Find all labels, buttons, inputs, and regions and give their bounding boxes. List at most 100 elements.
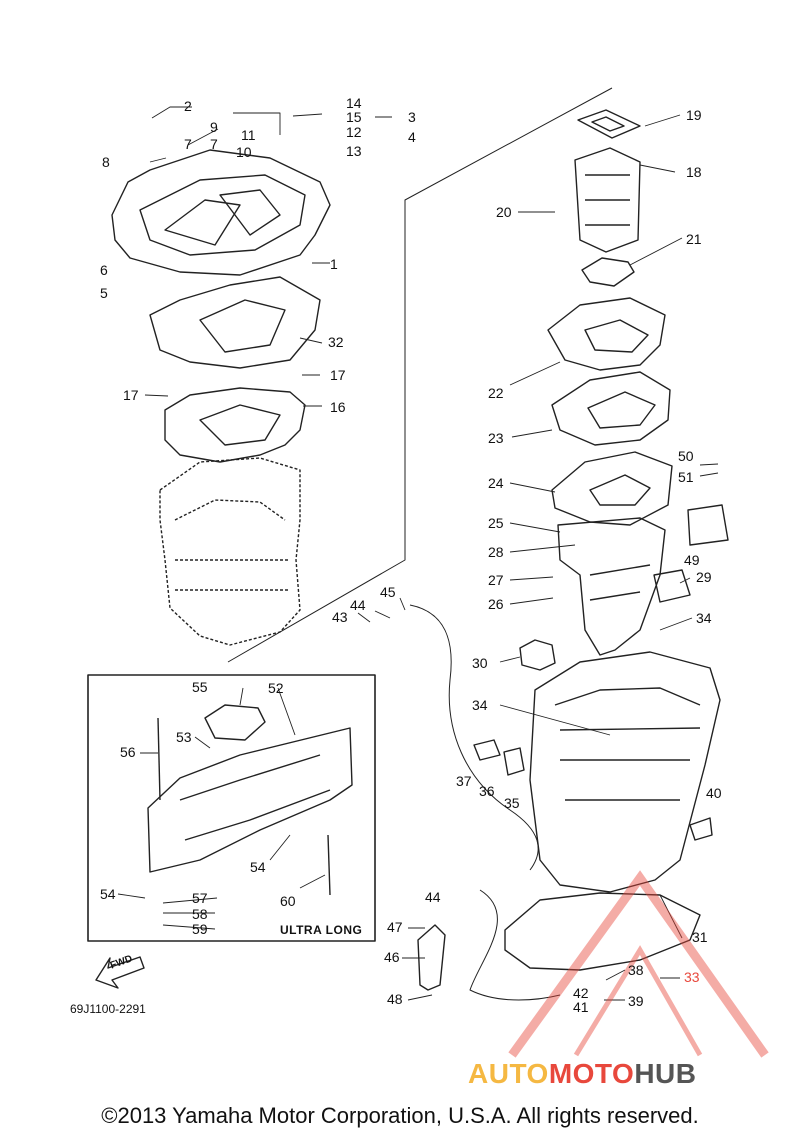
callout-54b: 54 xyxy=(100,886,116,902)
callout-37: 37 xyxy=(456,773,472,789)
callout-48: 48 xyxy=(387,991,403,1007)
callout-59: 59 xyxy=(192,921,208,937)
callout-38: 38 xyxy=(628,962,644,978)
callout-21: 21 xyxy=(686,231,702,247)
exhaust-manifold-18 xyxy=(574,147,641,253)
copyright-notice: ©2013 Yamaha Motor Corporation, U.S.A. A… xyxy=(101,1103,699,1128)
callout-49: 49 xyxy=(684,552,700,568)
callout-22: 22 xyxy=(488,385,504,401)
gasket-19 xyxy=(577,109,641,139)
callout-10: 10 xyxy=(236,144,252,160)
callout-23: 23 xyxy=(488,430,504,446)
callout-34b: 34 xyxy=(472,697,488,713)
callout-24: 24 xyxy=(488,475,504,491)
callout-30: 30 xyxy=(472,655,488,671)
callout-39: 39 xyxy=(628,993,644,1009)
anode-40 xyxy=(689,817,713,841)
callout-14: 14 xyxy=(346,95,362,111)
callout-9: 9 xyxy=(210,119,218,135)
callout-12: 12 xyxy=(346,124,362,140)
diagram-code: 69J1100-2291 xyxy=(70,1002,146,1016)
callout-8: 8 xyxy=(102,154,110,170)
callout-7b: 7 xyxy=(210,136,218,152)
callout-40: 40 xyxy=(706,785,722,801)
bolt-60 xyxy=(327,834,331,896)
fwd-arrow xyxy=(95,956,145,989)
plate-23 xyxy=(551,371,671,446)
callout-20: 20 xyxy=(496,204,512,220)
callout-55: 55 xyxy=(192,679,208,695)
callout-32: 32 xyxy=(328,334,344,350)
powerhead-outline xyxy=(159,457,301,646)
callout-11: 11 xyxy=(241,127,256,143)
callout-56: 56 xyxy=(120,744,136,760)
watermark-auto: AUTO xyxy=(468,1058,549,1089)
callout-1: 1 xyxy=(330,256,338,272)
callout-6: 6 xyxy=(100,262,108,278)
callout-2: 2 xyxy=(184,98,192,114)
hose-45 xyxy=(409,604,539,871)
callout-57: 57 xyxy=(192,890,208,906)
exhaust-guide xyxy=(164,387,306,463)
callout-58: 58 xyxy=(192,906,208,922)
callout-3: 3 xyxy=(408,109,416,125)
callout-43: 43 xyxy=(332,609,348,625)
callout-53: 53 xyxy=(176,729,192,745)
callout-17b: 17 xyxy=(330,367,346,383)
callout-60: 60 xyxy=(280,893,296,909)
callout-31: 31 xyxy=(692,929,708,945)
gasket-32 xyxy=(149,276,321,369)
callout-52: 52 xyxy=(268,680,284,696)
watermark-hub: HUB xyxy=(634,1058,697,1089)
rubber-30 xyxy=(519,639,556,671)
callout-34a: 34 xyxy=(696,610,712,626)
upper-case-31 xyxy=(529,651,721,893)
exhaust-guide-24 xyxy=(551,451,673,526)
callout-51: 51 xyxy=(678,469,694,485)
seal-55 xyxy=(204,704,266,741)
callout-26: 26 xyxy=(488,596,504,612)
bracket-46 xyxy=(417,924,446,991)
watermark-moto: MOTO xyxy=(548,1058,635,1089)
callout-29: 29 xyxy=(696,569,712,585)
upper-casing-inner xyxy=(139,174,306,256)
callout-54a: 54 xyxy=(250,859,266,875)
gasket-22 xyxy=(547,297,666,371)
callout-44b: 44 xyxy=(425,889,441,905)
callout-46: 46 xyxy=(384,949,400,965)
callout-27: 27 xyxy=(488,572,504,588)
callout-47: 47 xyxy=(387,919,403,935)
callout-44a: 44 xyxy=(350,597,366,613)
inset-label: ULTRA LONG xyxy=(280,923,363,937)
watermark-text: AUTOMOTOHUB xyxy=(468,1058,696,1090)
callout-16: 16 xyxy=(330,399,346,415)
callout-35: 35 xyxy=(504,795,520,811)
callout-18: 18 xyxy=(686,164,702,180)
stud-56 xyxy=(157,717,161,801)
callout-45: 45 xyxy=(380,584,396,600)
cover-49 xyxy=(687,504,729,546)
callout-13: 13 xyxy=(346,143,362,159)
seal-21 xyxy=(581,257,635,287)
plate-36 xyxy=(473,739,501,761)
callout-33: 33 xyxy=(684,969,700,985)
upper-casing xyxy=(111,149,331,276)
watermark-logo xyxy=(508,870,769,1058)
grommet-35 xyxy=(503,747,525,776)
callout-5: 5 xyxy=(100,285,108,301)
callout-36: 36 xyxy=(479,783,495,799)
section-divider xyxy=(227,87,613,663)
callout-28: 28 xyxy=(488,544,504,560)
callout-25: 25 xyxy=(488,515,504,531)
callout-15: 15 xyxy=(346,109,362,125)
callout-17a: 17 xyxy=(123,387,139,403)
damper-29 xyxy=(653,569,691,603)
callout-7a: 7 xyxy=(184,136,192,152)
ultra-long-inset xyxy=(87,674,376,942)
extension-52 xyxy=(147,727,353,873)
callout-4: 4 xyxy=(408,129,416,145)
muffler-25 xyxy=(557,517,666,656)
callout-19: 19 xyxy=(686,107,702,123)
callout-41: 41 xyxy=(573,999,589,1015)
